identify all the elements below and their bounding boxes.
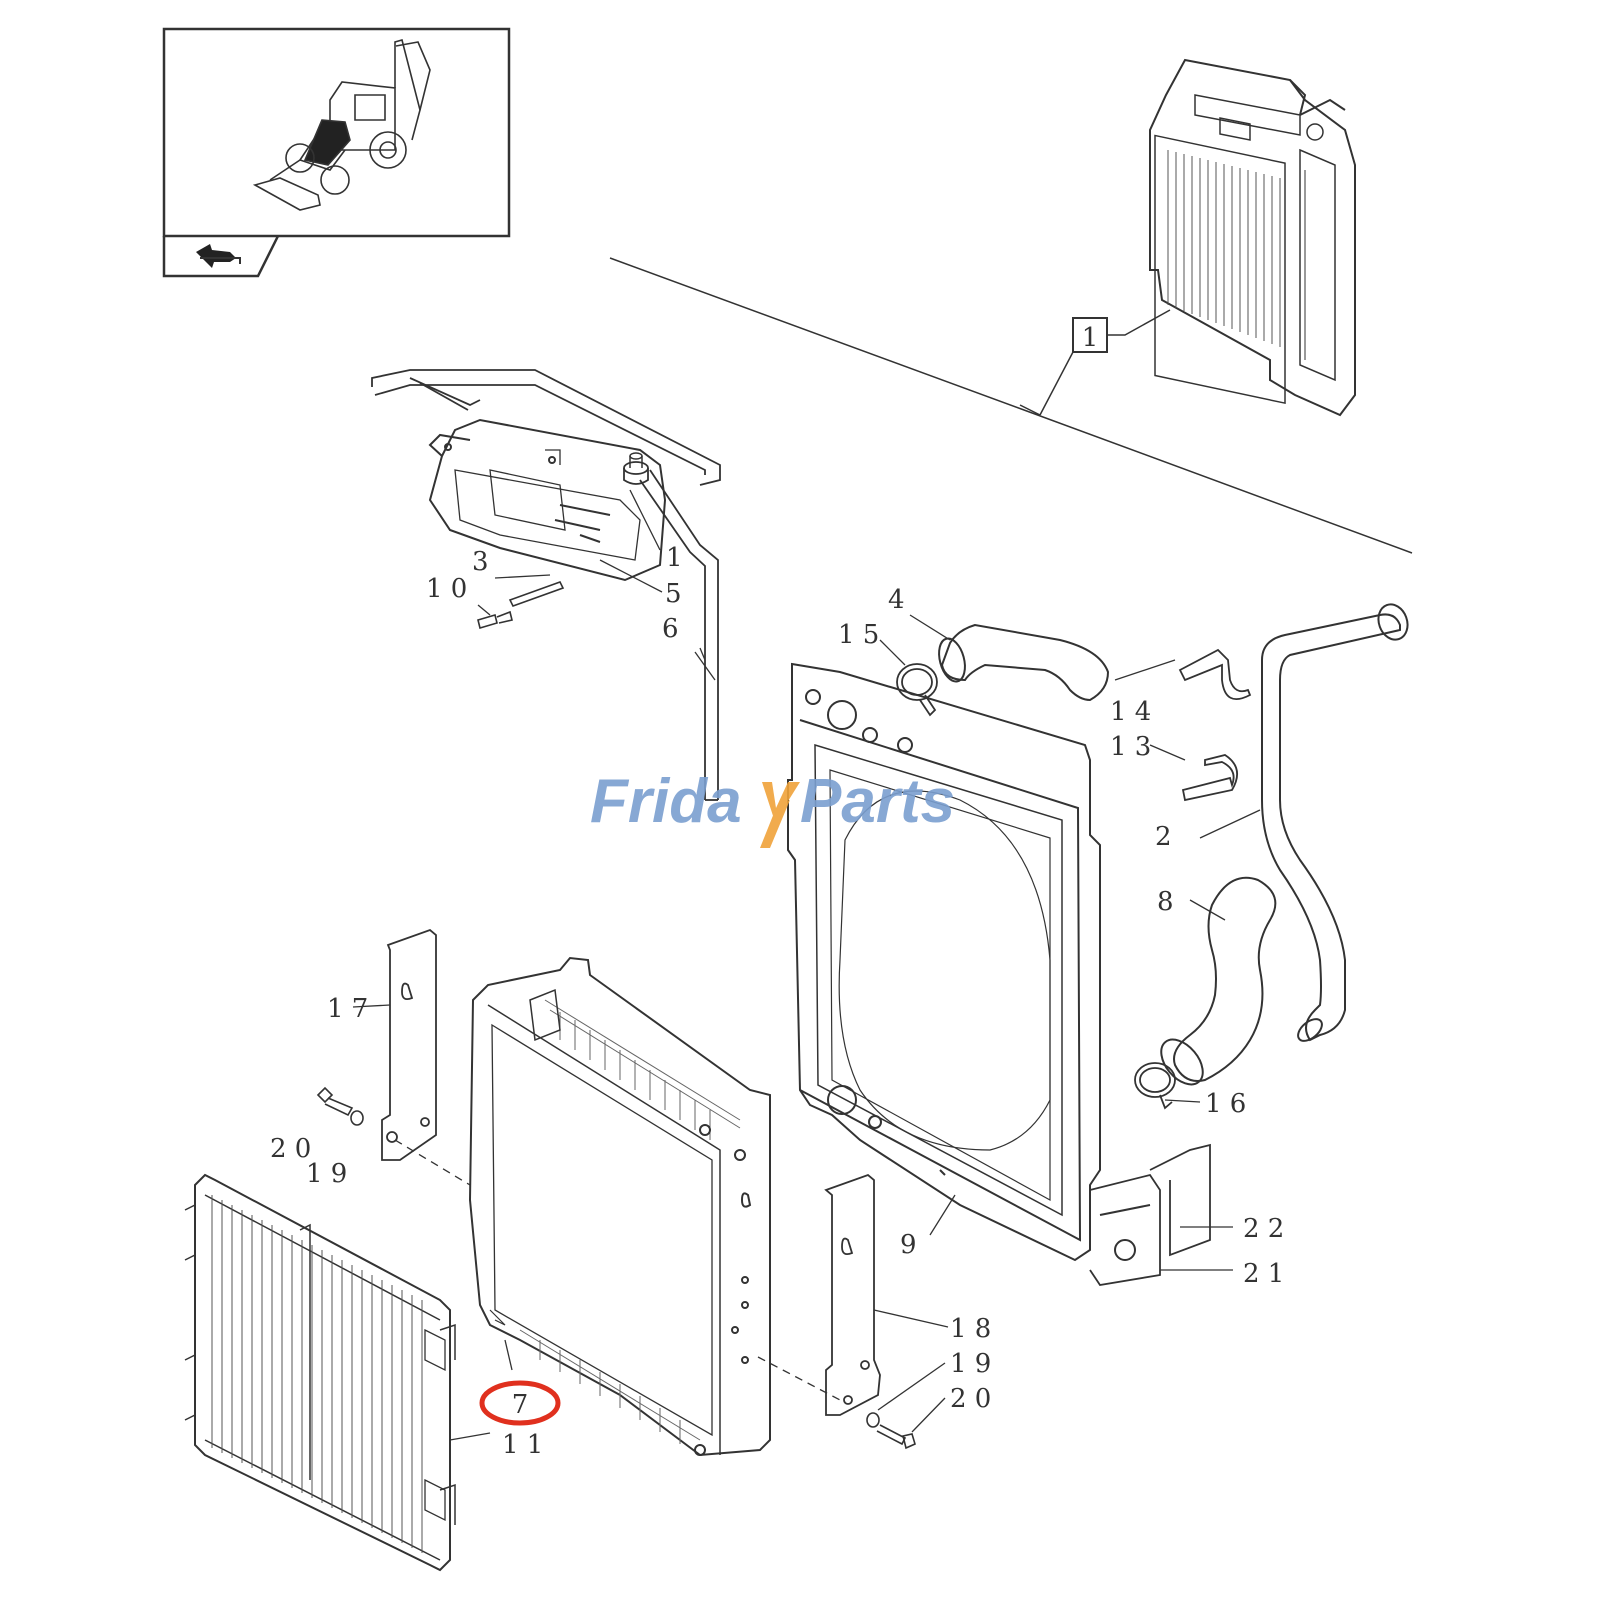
callout-10: 1 0 bbox=[426, 574, 467, 604]
hose-2 bbox=[1261, 603, 1409, 1042]
callout-15: 1 5 bbox=[838, 620, 879, 650]
bolt-20-right bbox=[876, 1424, 916, 1450]
clamp-16 bbox=[1134, 1062, 1176, 1110]
washer-19-right bbox=[866, 1412, 880, 1428]
watermark-text-part2: Parts bbox=[800, 767, 955, 836]
radiator-assembly bbox=[1149, 58, 1356, 417]
bracket-18 bbox=[824, 1173, 881, 1416]
bracket-17 bbox=[381, 928, 437, 1161]
callout-6: 6 bbox=[662, 614, 679, 644]
callout-13: 1 3 bbox=[1110, 732, 1151, 762]
backhoe-loader-icon bbox=[252, 39, 431, 211]
callout-4: 4 bbox=[888, 585, 905, 615]
hose-8 bbox=[1160, 876, 1277, 1086]
watermark-logo: Frida Parts bbox=[590, 767, 955, 848]
assembly-reference-box: 1 bbox=[1039, 309, 1171, 416]
callout-8: 8 bbox=[1157, 887, 1174, 917]
hose-4 bbox=[938, 623, 1110, 702]
washer-19-left bbox=[350, 1110, 364, 1126]
highlighted-callout-7: 7 bbox=[479, 1380, 561, 1426]
callout-20-left: 2 0 bbox=[270, 1134, 311, 1164]
callout-labels: 1 2 3 4 5 6 9 8 1 0 1 1 1 3 1 4 1 5 1 6 … bbox=[270, 543, 1284, 1460]
bolt-20-left bbox=[316, 1086, 354, 1117]
callout-18: 1 8 bbox=[950, 1314, 991, 1344]
callout-3: 3 bbox=[472, 547, 489, 577]
callout-5: 5 bbox=[665, 579, 682, 609]
washer-3 bbox=[508, 581, 565, 607]
machine-overview-inset bbox=[162, 27, 511, 278]
clamp-15 bbox=[896, 663, 938, 717]
bracket-14 bbox=[1178, 648, 1252, 700]
hose-6 bbox=[639, 469, 719, 801]
tank-cap bbox=[623, 452, 649, 485]
callout-22: 2 2 bbox=[1243, 1214, 1284, 1244]
bolt-10 bbox=[477, 610, 513, 630]
overflow-tube bbox=[371, 369, 721, 486]
callout-19-right: 1 9 bbox=[950, 1349, 991, 1379]
callout-7: 7 bbox=[512, 1390, 529, 1420]
callout-16: 1 6 bbox=[1205, 1089, 1246, 1119]
callout-2: 2 bbox=[1155, 822, 1172, 852]
leader-lines bbox=[352, 489, 1261, 1441]
forward-arrow-icon bbox=[196, 244, 241, 268]
assembly-callout: 1 bbox=[1082, 323, 1099, 353]
clip-13 bbox=[1181, 754, 1239, 802]
radiator-core-7 bbox=[468, 956, 771, 1457]
callout-14: 1 4 bbox=[1110, 697, 1151, 727]
oil-cooler-11 bbox=[184, 1173, 456, 1572]
callout-1: 1 bbox=[666, 543, 683, 573]
group-reference-line bbox=[609, 257, 1413, 554]
callout-19-left: 1 9 bbox=[306, 1159, 347, 1189]
callout-17: 1 7 bbox=[327, 994, 368, 1024]
watermark-y-glyph bbox=[762, 782, 800, 822]
callout-9: 9 bbox=[900, 1230, 917, 1260]
callout-11: 1 1 bbox=[502, 1430, 543, 1460]
callout-21: 2 1 bbox=[1243, 1259, 1284, 1289]
callout-20-right: 2 0 bbox=[950, 1384, 991, 1414]
expansion-tank bbox=[428, 418, 667, 582]
fan-shroud-9 bbox=[787, 662, 1211, 1286]
watermark-text-part1: Frida bbox=[590, 767, 742, 836]
